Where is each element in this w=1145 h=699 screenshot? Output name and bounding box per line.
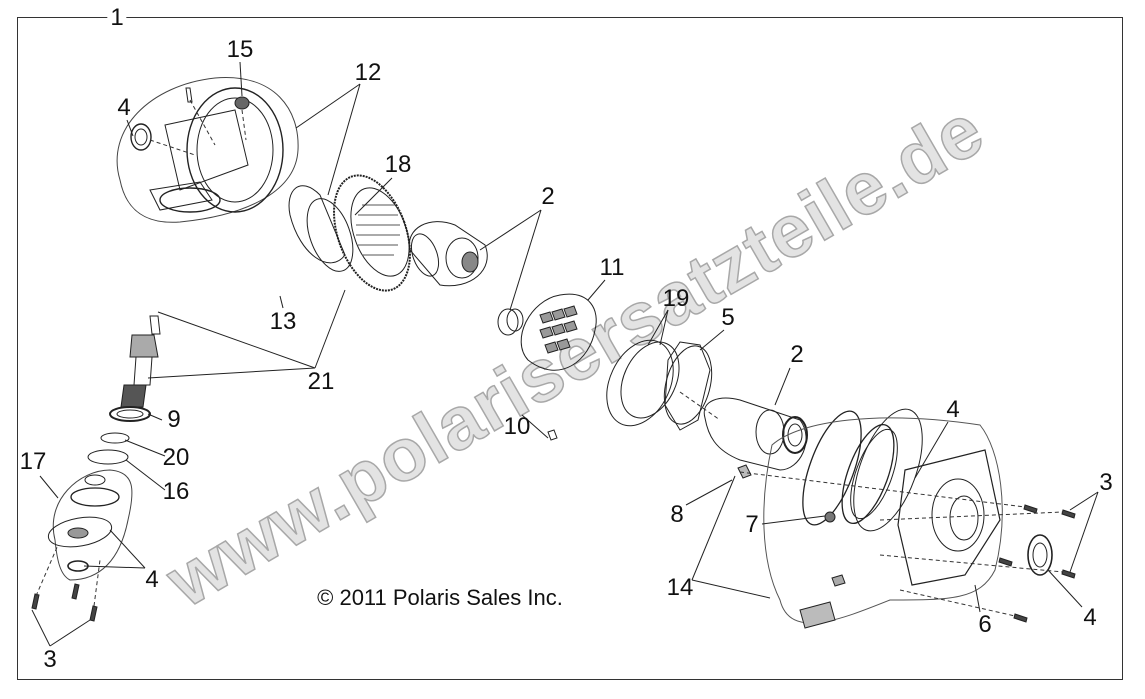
callout-19[interactable]: 19 [662, 285, 690, 312]
callout-3-left[interactable]: 3 [43, 646, 57, 673]
bolts-part [998, 504, 1076, 623]
callout-17[interactable]: 17 [19, 448, 47, 475]
callout-2[interactable]: 2 [541, 183, 555, 210]
alignment-lines [35, 99, 1064, 617]
differential-cage-part [520, 293, 597, 371]
callout-4-right-bottom[interactable]: 4 [1083, 604, 1097, 631]
copyright-text: © 2011 Polaris Sales Inc. [317, 585, 563, 610]
assembly-frame [17, 17, 1123, 680]
callout-4[interactable]: 4 [117, 94, 131, 121]
output-bearing-part [703, 397, 808, 471]
callout-4-lower-left[interactable]: 4 [145, 566, 159, 593]
callout-10[interactable]: 10 [503, 413, 531, 440]
callout-3-right[interactable]: 3 [1099, 469, 1113, 496]
callout-5[interactable]: 5 [721, 304, 735, 331]
callout-9[interactable]: 9 [167, 406, 181, 433]
callout-4-right-top[interactable]: 4 [946, 396, 960, 423]
ring-gear-part [288, 174, 411, 292]
callout-13[interactable]: 13 [269, 308, 297, 335]
callout-15[interactable]: 15 [226, 36, 254, 63]
pinion-cover-part [47, 469, 133, 581]
pinion-shaft-part [87, 315, 161, 465]
callout-1[interactable]: 1 [107, 6, 127, 30]
callout-12[interactable]: 12 [354, 59, 382, 86]
pin-10 [547, 429, 558, 441]
callout-2-right[interactable]: 2 [790, 341, 804, 368]
main-housing-part [116, 77, 299, 223]
leader-lines [31, 61, 1099, 647]
callout-21[interactable]: 21 [307, 368, 335, 395]
callout-6[interactable]: 6 [978, 611, 992, 638]
bearing-part [408, 221, 524, 336]
callout-11[interactable]: 11 [599, 254, 625, 281]
callout-14[interactable]: 14 [666, 574, 694, 601]
callout-16[interactable]: 16 [162, 478, 190, 505]
callout-7[interactable]: 7 [745, 511, 759, 538]
armature-plate-part [547, 339, 713, 441]
callout-18[interactable]: 18 [384, 151, 412, 178]
callout-8[interactable]: 8 [670, 501, 684, 528]
cover-part [737, 417, 1053, 629]
bolts-lower-part [31, 583, 98, 622]
seal-rings-part [802, 408, 923, 532]
callout-20[interactable]: 20 [162, 444, 190, 471]
